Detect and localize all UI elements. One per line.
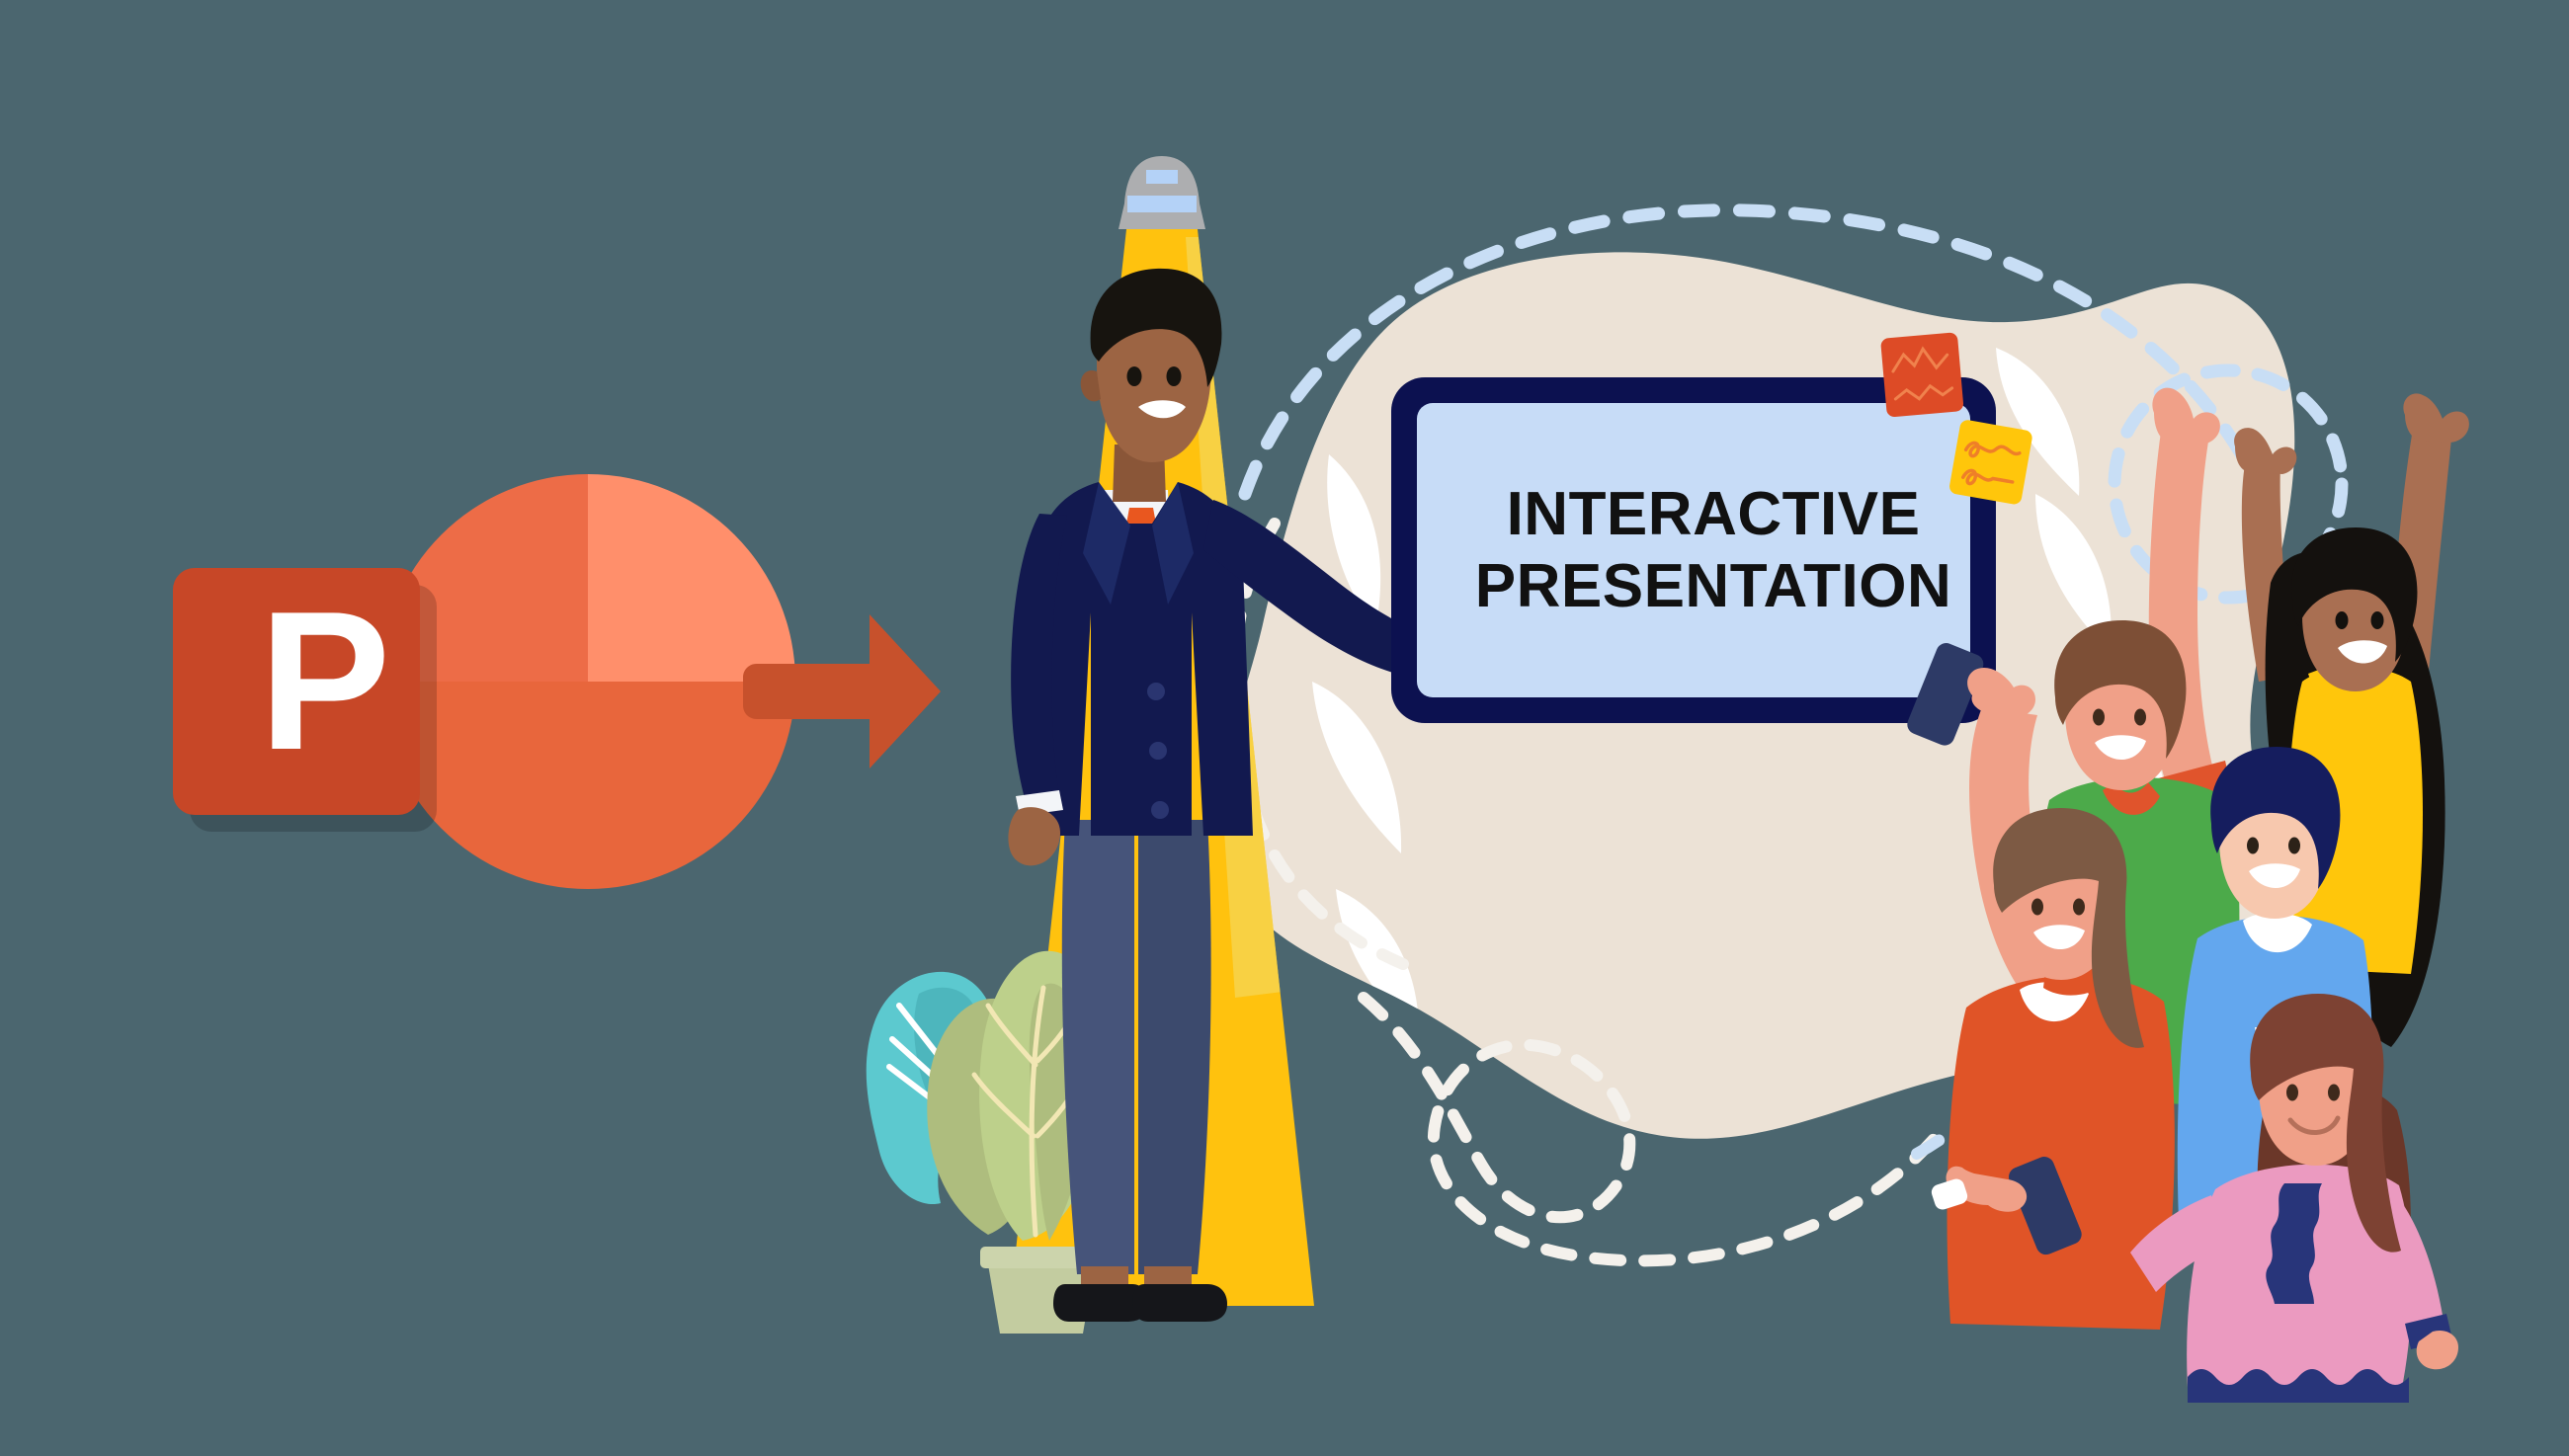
pp-tile (173, 568, 420, 815)
plant-pot-rim (980, 1247, 1103, 1268)
pink-smile (2287, 1115, 2341, 1135)
presenter-smile (1138, 400, 1186, 419)
yellow-top-hair-front (2291, 527, 2418, 662)
presenter-ankle-left (1081, 1266, 1128, 1288)
presenter-hair (1090, 268, 1222, 387)
sticky-note-yellow-body (1949, 420, 2032, 505)
sticky-note-orange-scribble-icon (1891, 346, 1954, 401)
pp-circle-top-right (588, 474, 795, 682)
pink-eye-left (2286, 1084, 2298, 1101)
presenter-shoe-left (1053, 1284, 1148, 1322)
right-arrow-icon (743, 614, 941, 768)
dashed-arc-top-right-icon (1238, 203, 2270, 501)
lamp-band (1127, 196, 1197, 212)
yellow-top-smile (2338, 640, 2387, 664)
orange-shirt-eye-left (2031, 898, 2043, 916)
orange-shirt-smile (2033, 925, 2085, 950)
blob-leaf-2 (1312, 682, 1402, 853)
presentation-board[interactable] (1391, 377, 1996, 723)
yellow-top-eye-right (2370, 611, 2384, 629)
audience-wristband-lower (1931, 1178, 1968, 1210)
presenter-arm-right (1203, 500, 1427, 678)
presenter-ankle-right (1144, 1266, 1192, 1288)
yellow-top-body (2286, 667, 2423, 974)
pp-tile-highlight (173, 568, 420, 815)
pink-hair-front (2250, 994, 2401, 1253)
orange-shirt-eye-right (2073, 898, 2085, 916)
pink-arm-left (2130, 1195, 2225, 1292)
presenter-eye-left (1126, 366, 1142, 386)
green-shirt-eye-left (2093, 708, 2105, 726)
sticky-note-orange-body (1880, 332, 1964, 418)
blue-shirt-hair (2210, 747, 2341, 889)
green-shirt-hair (2054, 620, 2187, 759)
orange-shirt-hand-up (1967, 668, 2035, 718)
pink-hem-trim-icon (2188, 1369, 2409, 1403)
phone-upper-body (1907, 643, 1984, 746)
blob-leaf-1 (1327, 454, 1381, 628)
presenter-figure (1008, 268, 1484, 1322)
presenter-suit-jacket (1024, 482, 1253, 836)
audience-hand-lower (1946, 1166, 2028, 1212)
presenter-lapel-right (1152, 482, 1194, 605)
blob-leaf-6 (1996, 348, 2080, 496)
presenter-jacket-buttons (1147, 683, 1169, 819)
dashed-circle-audience-icon (2108, 364, 2349, 605)
pink-placket-icon (2266, 1183, 2322, 1304)
presenter-hand-left (1008, 807, 1061, 866)
presenter-shoe-right (1132, 1284, 1227, 1322)
board-screen (1417, 403, 1970, 697)
lamp-cap (1146, 170, 1178, 184)
blue-shirt-eye-right (2288, 837, 2300, 854)
pink-hand-right (2416, 1330, 2458, 1370)
dashed-loop-bottom-center-icon (1358, 992, 1943, 1267)
orange-shirt-body (1947, 975, 2175, 1330)
yellow-top-eye-left (2335, 611, 2349, 629)
phone-upper (1907, 643, 1984, 746)
green-shirt-collar (2103, 782, 2160, 815)
sticky-note-orange[interactable] (1880, 332, 1964, 418)
yellow-top-hand-right (2403, 393, 2469, 443)
blue-shirt-eye-left (2247, 837, 2259, 854)
phone-lower-body (2009, 1157, 2082, 1255)
presenter-arm-left (1011, 514, 1067, 802)
presenter-lapel-left (1083, 482, 1130, 605)
presenter-trousers-right (1138, 820, 1211, 1274)
audience-group (1907, 387, 2469, 1403)
green-shirt-eye-right (2134, 708, 2146, 726)
presenter-trousers-left (1061, 820, 1134, 1274)
green-shirt-hand-raised (2152, 387, 2220, 445)
presenter-eye-right (1166, 366, 1182, 386)
audience-pink-sweater (2130, 994, 2458, 1403)
yellow-top-hand-left (2234, 428, 2297, 474)
pp-circle-top-left (380, 474, 588, 682)
blue-shirt-smile (2249, 863, 2300, 889)
sticky-note-yellow-scribble-icon (1960, 441, 2022, 486)
orange-shirt-hair (1993, 808, 2144, 1048)
spotlight-lamp-icon (1119, 156, 1205, 229)
presenter-ear (1080, 369, 1101, 402)
sticky-note-yellow[interactable] (1948, 419, 2033, 506)
pp-letter-p: P (259, 571, 390, 791)
green-shirt-smile (2095, 735, 2146, 761)
phone-lower (2009, 1157, 2082, 1255)
pp-circle-bottom (380, 682, 795, 889)
pink-eye-right (2328, 1084, 2340, 1101)
powerpoint-logo-icon: P (173, 474, 795, 889)
blue-shirt-collar (2243, 913, 2312, 953)
blob-leaf-4 (2035, 494, 2112, 652)
audience-orange-shirt (1947, 668, 2175, 1330)
